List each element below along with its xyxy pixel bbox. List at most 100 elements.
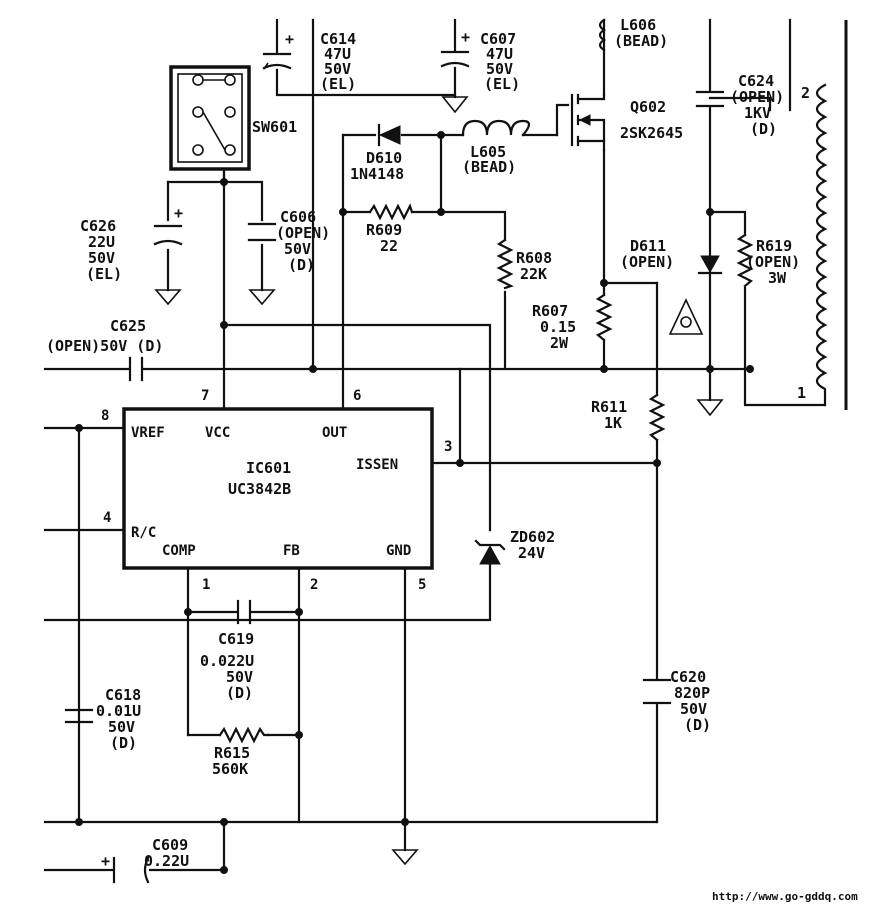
ground-icon <box>154 289 182 306</box>
ic-pin-6-number: 6 <box>353 388 361 404</box>
l606-ref: L606 <box>620 16 656 34</box>
d611-symbol <box>697 255 723 275</box>
d611-ref: D611 <box>630 237 666 255</box>
r619-power: 3W <box>768 269 787 287</box>
d610-part: 1N4148 <box>350 165 404 183</box>
zd602-symbol <box>474 539 506 565</box>
c620-type: (D) <box>684 716 711 734</box>
r619-ref: R619 <box>756 237 792 255</box>
ground-icon <box>441 96 469 114</box>
l605-ref: L605 <box>470 143 506 161</box>
c620-ref: C620 <box>670 668 706 686</box>
c606-symbol <box>247 222 277 242</box>
c607-voltage: 50V <box>486 60 513 78</box>
l605-type: (BEAD) <box>462 158 516 176</box>
ic-pin-fb-label: FB <box>283 543 300 559</box>
r607-symbol <box>595 293 613 342</box>
ic-pin-3-number: 3 <box>444 439 452 455</box>
ground-icon <box>391 849 419 866</box>
r607-ref: R607 <box>532 302 568 320</box>
inductors <box>461 18 607 137</box>
capacitors: + + + + <box>64 28 725 884</box>
r608-ref: R608 <box>516 249 552 267</box>
zd602-voltage: 24V <box>518 544 545 562</box>
d610-symbol <box>377 123 401 147</box>
ic601-body <box>122 407 434 570</box>
c619-value: 0.022U <box>200 652 254 670</box>
c607-value: 47U <box>486 45 513 63</box>
wires <box>43 18 827 872</box>
c625-symbol <box>128 356 144 382</box>
c619-type: (D) <box>226 684 253 702</box>
c620-symbol <box>642 678 672 705</box>
c614-ref: C614 <box>320 30 356 48</box>
c619-ref: C619 <box>218 630 254 648</box>
transformer-pin-2: 2 <box>801 84 810 102</box>
r611-symbol <box>648 393 666 442</box>
c607-symbol: + <box>440 28 470 68</box>
ground-icon <box>248 289 276 306</box>
ic-pin-2-number: 2 <box>310 577 318 593</box>
c606-note: (OPEN) <box>276 224 330 242</box>
c626-type: (EL) <box>86 265 122 283</box>
d611-note: (OPEN) <box>620 253 674 271</box>
r611-value: 1K <box>604 414 622 432</box>
c614-type: (EL) <box>320 75 356 93</box>
c606-type: (D) <box>288 256 315 274</box>
ic-pin-vcc-label: VCC <box>205 425 230 441</box>
r619-symbol <box>736 233 754 288</box>
l605-symbol <box>461 119 531 137</box>
r608-symbol <box>496 238 514 290</box>
ground-icon <box>696 399 724 417</box>
c614-symbol: + <box>262 30 294 70</box>
r609-value: 22 <box>380 237 398 255</box>
ic601-part: UC3842B <box>228 480 291 498</box>
hazard-triangle-icon <box>668 298 704 335</box>
c620-value: 820P <box>674 684 710 702</box>
ic-pin-comp-label: COMP <box>162 543 196 559</box>
c618-value: 0.01U <box>96 702 141 720</box>
sw601-symbol <box>169 65 251 184</box>
q602-part: 2SK2645 <box>620 124 683 142</box>
c614-value: 47U <box>324 45 351 63</box>
resistors <box>218 203 754 744</box>
c626-value: 22U <box>88 233 115 251</box>
sw601-ref: SW601 <box>252 118 297 136</box>
ic-pin-7-number: 7 <box>201 388 209 404</box>
svg-text:+: + <box>285 30 294 48</box>
c624-ref: C624 <box>738 72 774 90</box>
c625-ref: C625 <box>110 317 146 335</box>
c624-voltage: 1KV <box>744 104 771 122</box>
hazard-mark-icon <box>680 316 692 328</box>
r608-value: 22K <box>520 265 547 283</box>
r615-symbol <box>218 726 270 744</box>
c609-value: 0.22U <box>144 852 189 870</box>
diodes <box>377 123 723 565</box>
c607-type: (EL) <box>484 75 520 93</box>
ic-pin-gnd-label: GND <box>386 543 411 559</box>
ic-pin-issen-label: ISSEN <box>356 457 398 473</box>
c614-voltage: 50V <box>324 60 351 78</box>
svg-text:+: + <box>174 204 183 222</box>
c618-voltage: 50V <box>108 718 135 736</box>
c618-ref: C618 <box>105 686 141 704</box>
ic-pin-8-number: 8 <box>101 408 109 424</box>
ic-pin-rc-label: R/C <box>131 525 156 541</box>
r615-value: 560K <box>212 760 248 778</box>
l606-type: (BEAD) <box>614 32 668 50</box>
c609-symbol: + <box>101 852 150 884</box>
r609-ref: R609 <box>366 221 402 239</box>
ic-pin-5-number: 5 <box>418 577 426 593</box>
c626-symbol: + <box>153 204 183 246</box>
transformer-t601: 2 1 <box>797 20 848 410</box>
r611-ref: R611 <box>591 398 627 416</box>
d610-ref: D610 <box>366 149 402 167</box>
r607-value: 0.15 <box>540 318 576 336</box>
c624-note: (OPEN) <box>730 88 784 106</box>
ic601-ref: IC601 <box>246 459 291 477</box>
q602-symbol <box>555 93 606 152</box>
c607-ref: C607 <box>480 30 516 48</box>
r607-power: 2W <box>550 334 569 352</box>
c626-ref: C626 <box>80 217 116 235</box>
